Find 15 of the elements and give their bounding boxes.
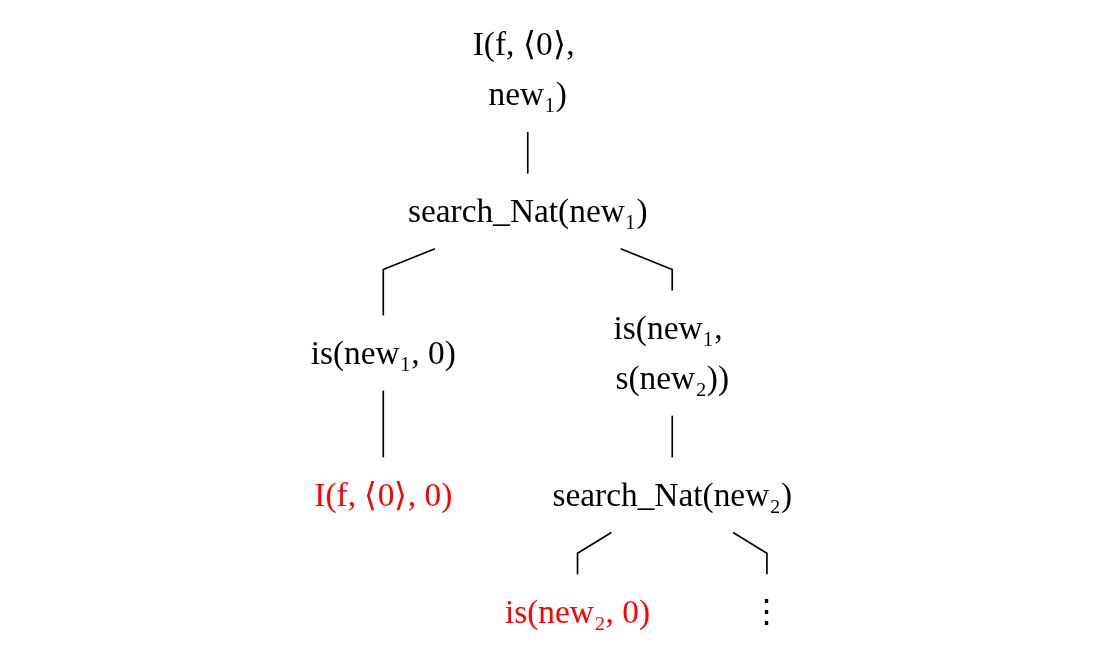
node-text: is(new₂, 0) (504, 592, 650, 631)
connector (619, 247, 673, 292)
connector (382, 389, 384, 459)
node-text: I(f, ⟨0⟩, 0) (313, 475, 452, 514)
node-text: I(f, ⟨0⟩, new₁) (472, 25, 575, 113)
node-text: search_Nat(new₂) (552, 475, 792, 514)
connector (671, 414, 673, 459)
connector (382, 247, 436, 317)
node-text: ⋮ (749, 592, 784, 631)
node-text: search_Nat(new₁) (407, 191, 648, 230)
connector (576, 531, 612, 576)
node-text: is(new₁, 0) (310, 333, 456, 372)
node-text: is(new₁, s(new₂)) (613, 308, 729, 397)
connector (731, 531, 768, 576)
connector (526, 131, 529, 175)
